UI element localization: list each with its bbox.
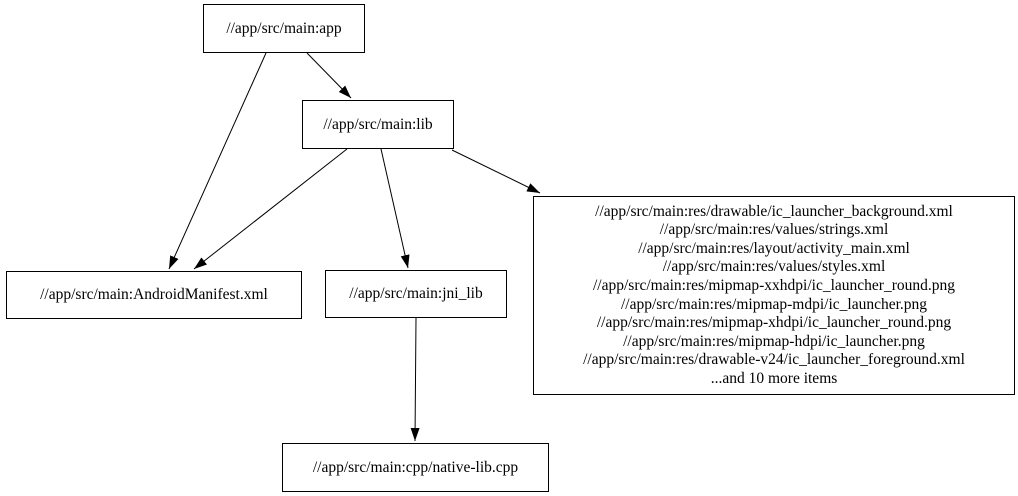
node-android-manifest: //app/src/main:AndroidManifest.xml — [6, 271, 302, 319]
edge-app-to-lib — [306, 52, 352, 99]
edge-lib-to-jni-lib — [380, 148, 410, 269]
node-app: //app/src/main:app — [203, 4, 365, 53]
edge-lib-to-manifest — [193, 148, 348, 270]
edge-app-to-manifest — [168, 52, 267, 270]
node-jni-lib-label: //app/src/main:jni_lib — [349, 285, 483, 302]
res-group-line: //app/src/main:res/mipmap-mdpi/ic_launch… — [620, 295, 928, 313]
node-res-group: //app/src/main:res/drawable/ic_launcher_… — [533, 196, 1015, 395]
edge-lib-to-res-group — [451, 149, 541, 194]
node-app-label: //app/src/main:app — [226, 19, 342, 37]
res-group-line: //app/src/main:res/drawable/ic_launcher_… — [595, 202, 953, 220]
edge-jni-lib-to-native-cpp — [410, 317, 420, 442]
node-android-manifest-label: //app/src/main:AndroidManifest.xml — [40, 286, 268, 303]
node-lib-label: //app/src/main:lib — [323, 115, 433, 133]
node-native-cpp-label: //app/src/main:cpp/native-lib.cpp — [312, 458, 519, 476]
res-group-line: ...and 10 more items — [710, 369, 838, 387]
res-group-line: //app/src/main:res/mipmap-hdpi/ic_launch… — [623, 332, 925, 350]
res-group-line: //app/src/main:res/layout/activity_main.… — [638, 239, 910, 257]
node-jni-lib: //app/src/main:jni_lib — [325, 270, 507, 318]
res-group-line: //app/src/main:res/mipmap-xxhdpi/ic_laun… — [592, 276, 955, 294]
res-group-line: //app/src/main:res/drawable-v24/ic_launc… — [583, 351, 965, 369]
node-native-cpp: //app/src/main:cpp/native-lib.cpp — [282, 443, 549, 492]
res-group-line: //app/src/main:res/mipmap-xhdpi/ic_launc… — [596, 314, 952, 332]
node-lib: //app/src/main:lib — [302, 100, 454, 149]
res-group-line: //app/src/main:res/values/strings.xml — [659, 221, 889, 239]
res-group-line: //app/src/main:res/values/styles.xml — [662, 258, 886, 276]
